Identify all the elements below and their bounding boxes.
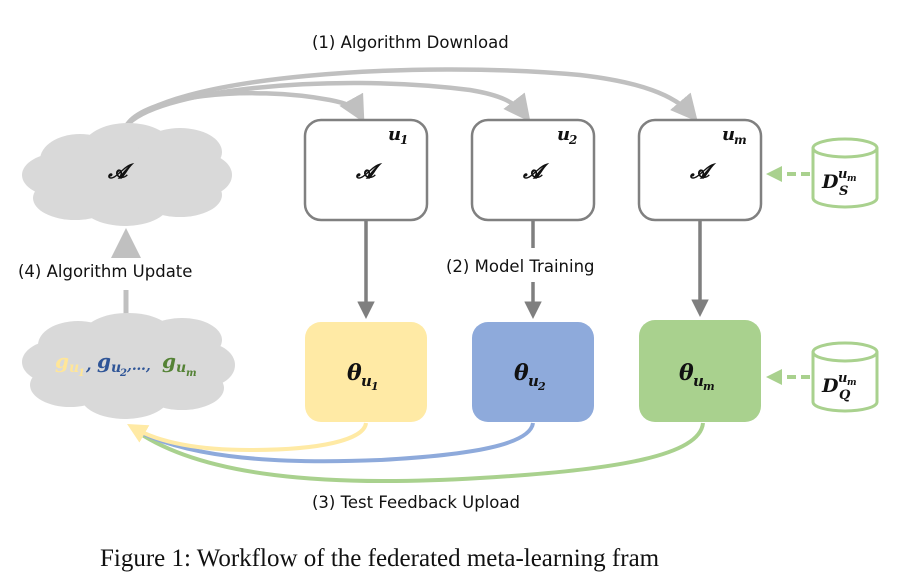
theta-u1-sub: u xyxy=(361,372,372,390)
client-label-u2: u xyxy=(557,124,570,145)
download-arrows xyxy=(122,67,698,130)
figure-caption: Figure 1: Workflow of the federated meta… xyxy=(100,545,660,572)
client-label-u1-idx: 1 xyxy=(400,133,408,147)
theta-u2-sub: u xyxy=(528,372,539,390)
theta-u2-idx: 2 xyxy=(537,380,546,393)
client-label-u2-idx: 2 xyxy=(568,133,577,147)
feedback-arrow-um xyxy=(130,422,705,484)
gradient-g-um-idx: m xyxy=(186,368,197,379)
client-box-u1: u 1 𝓐 xyxy=(303,118,429,222)
gradient-g-um: g xyxy=(162,349,176,373)
caption-occlusion xyxy=(720,540,902,582)
query-dataset-sup-idx: m xyxy=(847,378,857,388)
query-dataset-sub: Q xyxy=(839,388,851,403)
model-box-u1: θ u 1 xyxy=(305,322,427,422)
gradient-g-u2: g xyxy=(97,349,111,373)
step-download-label: (1) Algorithm Download xyxy=(312,33,509,52)
model-box-u2: θ u 2 xyxy=(472,322,594,422)
query-dataset-base: D xyxy=(821,375,839,397)
client-label-um: u xyxy=(722,124,735,145)
gradient-sep-1: , xyxy=(85,355,92,374)
gradient-g-u1: g xyxy=(55,349,69,373)
theta-u2: θ xyxy=(514,360,529,386)
support-dataset-sup: u xyxy=(838,167,847,182)
step-training-label: (2) Model Training xyxy=(446,257,595,276)
gradient-g-um-sub: u xyxy=(176,360,186,376)
support-dataset-base: D xyxy=(821,171,839,193)
aggregation-cloud: g u 1 , g u 2 ,…, g u m xyxy=(22,313,235,419)
step-update-label: (4) Algorithm Update xyxy=(18,262,192,281)
query-dataset: D u m Q xyxy=(811,341,879,413)
gradient-g-u1-sub: u xyxy=(69,360,79,376)
feedback-arrows xyxy=(127,422,705,484)
client-label-um-idx: m xyxy=(734,133,747,147)
theta-um: θ xyxy=(679,360,694,386)
server-cloud: 𝓐 xyxy=(22,123,232,226)
feedback-arrow-u1 xyxy=(127,422,368,453)
gradient-list: g u 1 , g u 2 ,…, g u m xyxy=(55,349,197,379)
theta-u1-idx: 1 xyxy=(371,380,379,393)
client-box-um: u m 𝓐 xyxy=(637,118,763,222)
gradient-ellipsis: ,…, xyxy=(126,358,151,374)
support-dataset-sup-idx: m xyxy=(847,174,857,184)
query-dataset-sup: u xyxy=(838,371,847,386)
client-label-u1: u xyxy=(388,124,401,145)
support-dataset-sub: S xyxy=(839,184,848,199)
gradient-g-u1-idx: 1 xyxy=(78,368,85,379)
training-arrows xyxy=(357,221,709,319)
step-feedback-label: (3) Test Feedback Upload xyxy=(312,493,520,512)
theta-um-idx: m xyxy=(703,380,715,393)
gradient-g-u2-idx: 2 xyxy=(119,368,127,379)
theta-u1: θ xyxy=(347,360,362,386)
gradient-g-u2-sub: u xyxy=(111,360,121,376)
model-box-um: θ u m xyxy=(639,320,761,422)
feedback-arrow-u2 xyxy=(131,422,535,464)
client-box-u2: u 2 𝓐 xyxy=(470,118,596,222)
support-dataset: D u m S xyxy=(811,137,879,209)
download-arrow-um xyxy=(123,67,698,130)
theta-um-sub: u xyxy=(693,372,704,390)
